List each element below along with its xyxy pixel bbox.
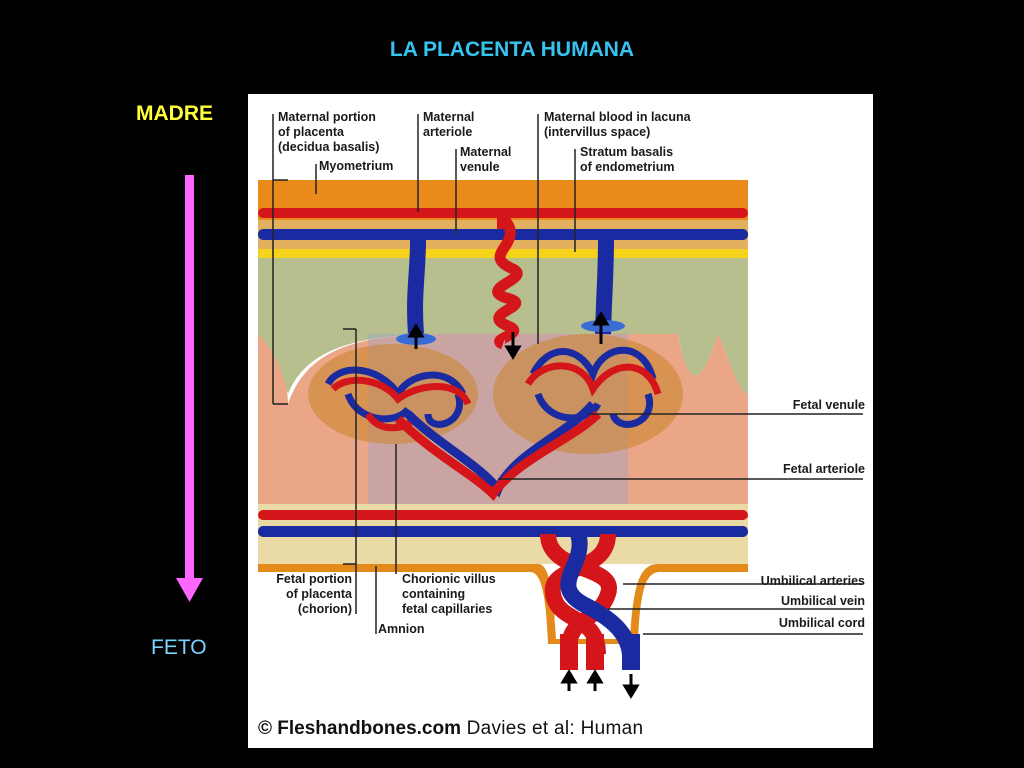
slide-title: LA PLACENTA HUMANA <box>389 38 635 61</box>
label-maternal-arteriole: Maternal arteriole <box>423 110 475 139</box>
label-fetal-arteriole: Fetal arteriole <box>783 462 865 476</box>
label-maternal-blood: Maternal blood in lacuna (intervillus sp… <box>544 110 691 139</box>
credit-site: Fleshandbones.com <box>277 718 461 739</box>
credit-rest: Davies et al: Human <box>460 718 644 739</box>
placenta-illustration <box>258 114 863 699</box>
umbilical-artery-2 <box>586 634 604 670</box>
label-umbilical-cord: Umbilical cord <box>778 616 865 630</box>
label-maternal-venule: Maternal venule <box>460 145 512 174</box>
label-maternal-portion: Maternal portion of placenta (decidua ba… <box>278 110 380 154</box>
label-stratum-basalis: Stratum basalis of endometrium <box>580 145 675 174</box>
label-myometrium: Myometrium <box>319 159 394 173</box>
label-chorionic-villus: Chorionic villus containing fetal capill… <box>402 572 496 616</box>
label-amnion: Amnion <box>378 622 425 636</box>
label-fetal-portion: Fetal portion of placenta (chorion) <box>276 572 352 616</box>
label-umbilical-arteries: Umbilical arteries <box>760 574 865 588</box>
credit-line: © Fleshandbones.com Davies et al: Human <box>258 718 643 740</box>
madre-label: MADRE <box>136 102 213 125</box>
placenta-diagram: Maternal portion of placenta (decidua ba… <box>248 94 873 748</box>
label-fetal-venule: Fetal venule <box>792 398 865 412</box>
umbilical-artery-1 <box>560 634 578 670</box>
umbilical-vein-end <box>622 634 640 670</box>
copyright-icon: © <box>258 718 272 739</box>
label-umbilical-vein: Umbilical vein <box>780 594 865 608</box>
feto-label: FETO <box>151 636 207 659</box>
